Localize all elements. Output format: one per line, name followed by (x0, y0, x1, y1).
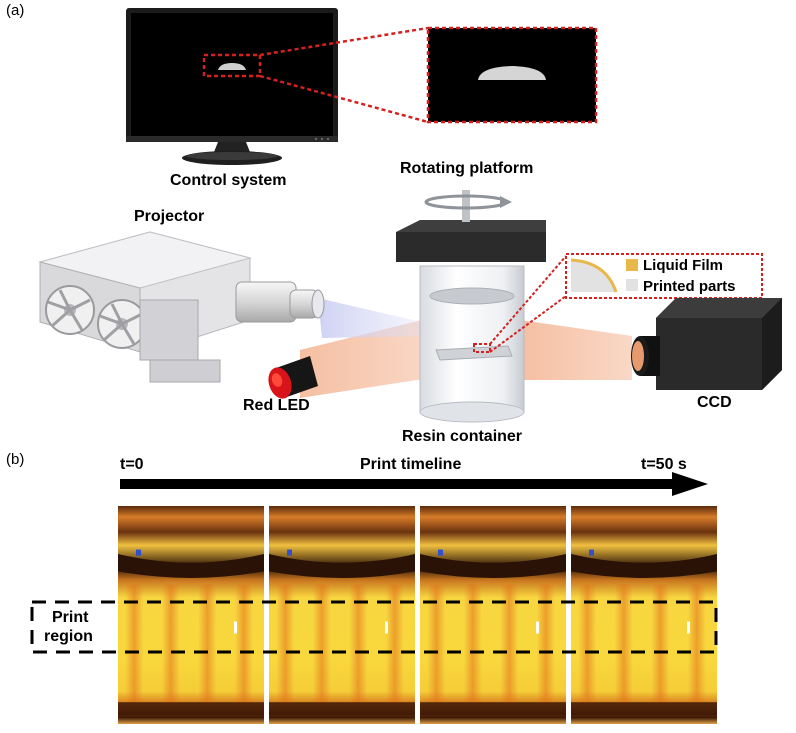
ccd-camera (631, 298, 782, 390)
timelapse-frame (571, 506, 717, 724)
screen-slice-shape (218, 63, 246, 70)
zoomed-slice-shape (478, 66, 546, 80)
label-red-led: Red LED (243, 397, 310, 414)
timelapse-frame (420, 506, 566, 724)
zoom-line-bottom (259, 74, 429, 124)
legend-liquid-film: Liquid Film (643, 257, 723, 274)
legend-zoom-line-top (489, 255, 567, 345)
zoom-box-part (473, 343, 491, 353)
label-ccd: CCD (697, 394, 732, 411)
print-region-label-line2: region (44, 628, 93, 645)
timeline-title: Print timeline (360, 456, 462, 473)
projector-fan-right (97, 299, 147, 349)
label-rotating-platform: Rotating platform (400, 160, 534, 177)
legend-zoom-line-bottom (489, 295, 567, 353)
timelapse-frame (269, 506, 415, 724)
led-beam (300, 318, 430, 398)
legend-liquid-film-curve (570, 258, 618, 293)
monitor (126, 8, 338, 165)
timeline-end: t=50 s (641, 456, 687, 473)
zoom-box-large (426, 26, 598, 124)
timelapse-frames (118, 506, 717, 724)
label-control-system: Control system (170, 172, 287, 189)
projector (38, 231, 325, 383)
resin-container (419, 265, 525, 423)
timelapse-frame (118, 506, 264, 724)
legend-box: Liquid Film Printed parts (565, 253, 763, 299)
projector-beam (318, 298, 430, 338)
label-resin-container: Resin container (402, 428, 523, 445)
legend-printed-parts: Printed parts (643, 278, 736, 295)
panel-label-a: (a) (6, 2, 25, 19)
printed-parts-swatch (626, 279, 638, 291)
timeline-start: t=0 (120, 456, 144, 473)
projector-fan-left (45, 285, 95, 335)
print-region-label-line1: Print (52, 609, 89, 626)
panel-label-b: (b) (6, 451, 25, 468)
red-led (268, 356, 318, 399)
printed-part (435, 345, 513, 361)
legend-printed-part-shape (571, 260, 616, 292)
ccd-beam (520, 320, 632, 380)
zoom-line-top (259, 26, 429, 57)
label-projector: Projector (134, 208, 205, 225)
projector-lens (235, 281, 297, 323)
zoom-box-small (202, 53, 262, 78)
liquid-film-swatch (626, 259, 638, 271)
timeline-arrow (120, 472, 708, 496)
rotating-platform (396, 190, 546, 262)
